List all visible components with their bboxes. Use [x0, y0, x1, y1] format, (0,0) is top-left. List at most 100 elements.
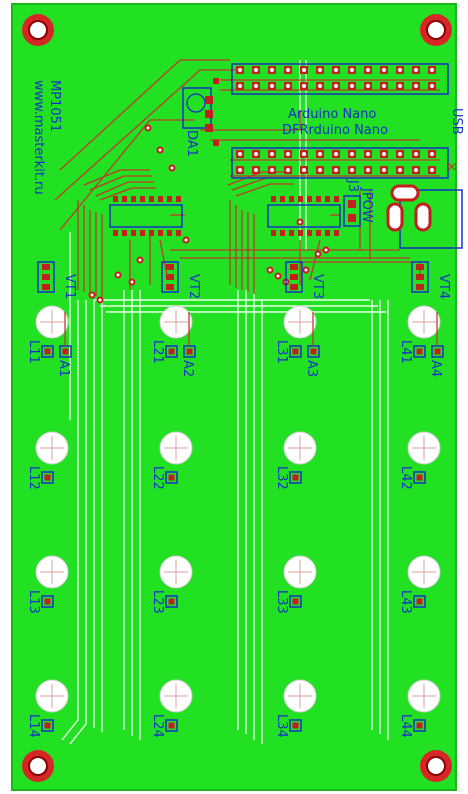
ic-pin	[158, 196, 163, 202]
ic-pin	[307, 196, 312, 202]
ic-pin	[280, 196, 285, 202]
arduino-header-bottom	[231, 147, 449, 179]
via	[96, 296, 104, 304]
led-l33: L33	[274, 555, 317, 614]
led-l14: L14	[26, 679, 69, 738]
header-pin	[332, 66, 340, 74]
ic-pin	[167, 196, 172, 202]
header-pin	[332, 150, 340, 158]
header-pin	[236, 66, 244, 74]
ic-pin	[316, 230, 321, 236]
led-l42: L42	[398, 431, 441, 490]
transistor-vt3: VT3	[285, 261, 325, 299]
header-pin	[316, 150, 324, 158]
header-pin	[396, 166, 404, 174]
led-l44: L44	[398, 679, 441, 738]
driver-ic-right	[267, 204, 341, 228]
led-label: L42	[398, 466, 413, 490]
led-label: L32	[274, 466, 289, 490]
header-pin	[348, 82, 356, 90]
led-l24: L24	[150, 679, 193, 738]
header-pin	[316, 82, 324, 90]
ic-pin	[271, 196, 276, 202]
via	[274, 272, 282, 280]
board-model-label: MP1051	[47, 80, 62, 132]
ic-pin	[149, 196, 154, 202]
led-label: L41	[398, 340, 413, 364]
led-label: L13	[26, 590, 41, 614]
header-pin	[348, 166, 356, 174]
usb-icon: ⧖	[444, 162, 459, 171]
header-pin	[252, 150, 260, 158]
board-website-label: www.masterkit.ru	[31, 80, 46, 195]
transistor-label: VT2	[186, 274, 201, 299]
via	[182, 236, 190, 244]
anode-label: A2	[180, 360, 195, 377]
led-label: L14	[26, 714, 41, 738]
header-pin	[236, 150, 244, 158]
led-matrix: L11A1L12L13L14L21A2L22L23L24L31A3L32L33L…	[26, 305, 444, 738]
led-label: L12	[26, 466, 41, 490]
transistor-vt4: VT4	[411, 261, 451, 299]
via	[114, 271, 122, 279]
ic-pin	[158, 230, 163, 236]
mounting-hole-bottom-right	[420, 750, 452, 782]
header-pin	[252, 66, 260, 74]
transistor-vt1: VT1	[37, 261, 77, 299]
ic-pin	[122, 196, 127, 202]
header-pin	[396, 82, 404, 90]
header-pin	[268, 66, 276, 74]
header-pin	[332, 166, 340, 174]
header-pin	[268, 150, 276, 158]
header-pin	[396, 66, 404, 74]
driver-ic-left	[109, 204, 183, 228]
ic-pins	[113, 196, 339, 236]
ic-pin	[113, 230, 118, 236]
header-pins	[236, 66, 436, 174]
header-pin	[236, 82, 244, 90]
ic-pin	[334, 196, 339, 202]
header-pin	[268, 82, 276, 90]
ic-pin	[289, 230, 294, 236]
mounting-hole-top-left	[22, 14, 54, 46]
via	[314, 250, 322, 258]
ic-pin	[149, 230, 154, 236]
header-pin	[348, 150, 356, 158]
led-label: L21	[150, 340, 165, 364]
jpow-jumper	[343, 195, 361, 227]
j3-label: J3	[345, 179, 360, 192]
ic-pin	[167, 230, 172, 236]
transistor-label: VT1	[62, 274, 77, 299]
vias	[88, 124, 330, 304]
led-l13: L13	[26, 555, 69, 614]
via	[136, 256, 144, 264]
anode-label: A1	[56, 360, 71, 377]
led-label: L34	[274, 714, 289, 738]
led-l34: L34	[274, 679, 317, 738]
header-pin	[300, 82, 308, 90]
header-pin	[412, 166, 420, 174]
header-pin	[364, 150, 372, 158]
header-pin	[412, 66, 420, 74]
header-pin	[300, 66, 308, 74]
mounting-hole-bottom-left	[22, 750, 54, 782]
via	[296, 218, 304, 226]
ic-pin	[140, 230, 145, 236]
regulator-da1	[182, 78, 219, 146]
ic-pin	[298, 196, 303, 202]
header-pin	[252, 82, 260, 90]
header-pin	[364, 82, 372, 90]
via	[128, 278, 136, 286]
module-label-2: DFRrduino Nano	[282, 123, 388, 138]
ic-pin	[271, 230, 276, 236]
header-pin	[380, 66, 388, 74]
mounting-hole-top-right	[420, 14, 452, 46]
ic-pin	[113, 196, 118, 202]
usb-connector	[386, 184, 463, 249]
led-l12: L12	[26, 431, 69, 490]
header-pin	[396, 150, 404, 158]
led-l23: L23	[150, 555, 193, 614]
